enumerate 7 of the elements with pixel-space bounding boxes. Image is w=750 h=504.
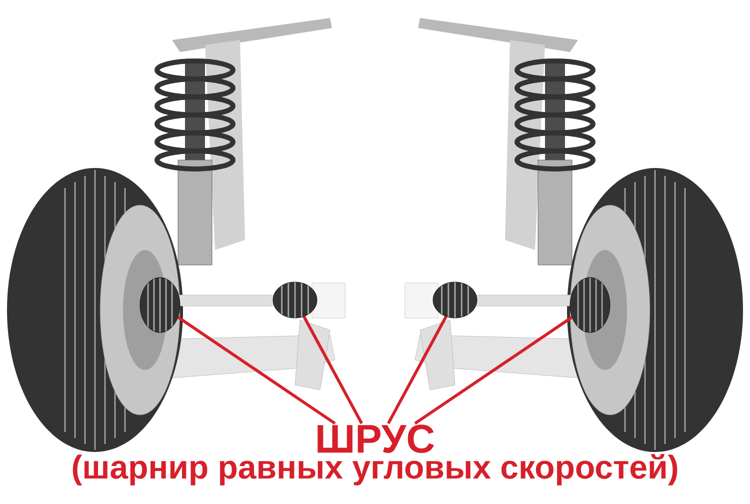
leader-line (302, 316, 364, 424)
cv-joint-boot (140, 277, 180, 333)
cv-joint-boot (272, 282, 318, 318)
leader-line (386, 316, 448, 424)
cv-joint-boot (432, 282, 478, 318)
cv-joint-boot (570, 277, 610, 333)
callout-label: ШРУС (шарнир равных угловых скоростей) (72, 424, 678, 486)
